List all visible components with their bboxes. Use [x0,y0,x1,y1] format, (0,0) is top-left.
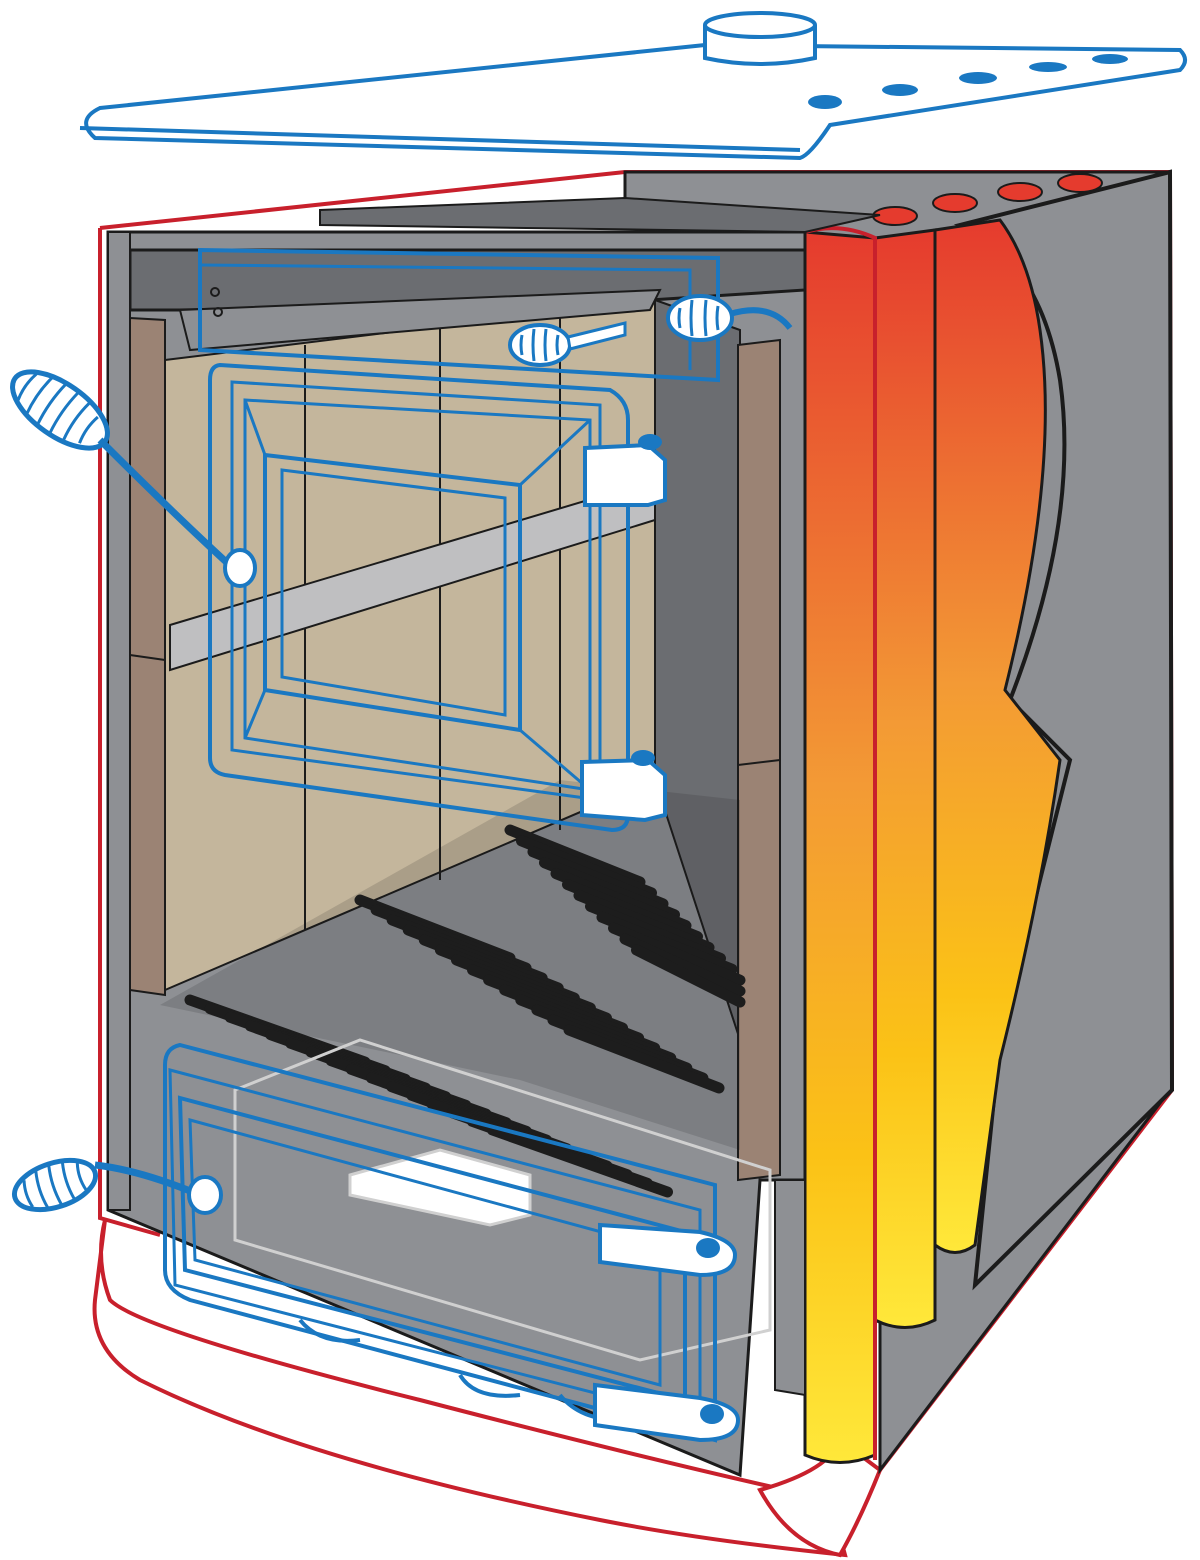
body-left-edge [98,228,161,1237]
damper-rivet-2 [213,307,223,317]
tube-top-2 [932,193,978,213]
door-hinge-bottom [580,750,667,823]
ash-pan-outline [233,1038,772,1362]
baffle-lip [178,288,662,352]
lid-edge [79,126,801,152]
lid-hole-5 [1092,54,1128,64]
door-hinge-top [583,434,667,507]
tube-3 [933,218,1062,1254]
door-outer-frame [208,362,630,833]
grate-bar-top-row-5 [550,868,692,932]
door-handle-boss [223,548,257,588]
side-brick-left-seam [129,654,166,661]
tube-top-4 [1057,173,1103,193]
flue-collar-top [703,11,817,39]
coil-handle-icon-lower[interactable] [8,1151,101,1219]
lid-plate [84,42,1187,161]
grate-bar-top-row-10 [608,922,746,986]
air-damper-assembly [198,247,793,383]
ash-handle-rod [94,1161,202,1199]
top-lid [79,11,1187,161]
lid-hole-3 [959,72,997,84]
front-door[interactable] [0,357,667,833]
door-glass-inner [280,468,507,717]
door-handle-rod [97,437,238,573]
baffle-tube [169,478,656,672]
base-foot [757,1436,883,1558]
ash-door[interactable] [8,1042,741,1443]
grate-bar-top-row-7 [573,889,715,953]
damper-rivet-1 [210,287,220,297]
grate-bar-top-row-1 [504,824,646,888]
grate-bar-top-row-12 [631,944,746,1008]
grate-bar-top-row-9 [596,911,738,975]
lid-hole-4 [1029,62,1067,72]
ash-door-outer [163,1042,717,1443]
damper-knob-top[interactable] [666,294,793,342]
grate-bar-middle-row-14 [563,1024,725,1094]
tube-top-3 [997,182,1043,202]
grate-bar-top-row-4 [539,857,680,921]
ash-door-panel [188,1118,662,1387]
grate-bar-bottom-row-16 [487,1124,673,1198]
side-brick-right-seam [737,759,781,766]
grate-bar-top-row-6 [562,879,703,943]
door-bevel [243,399,592,792]
tube-1 [803,230,877,1464]
front-left-trim [107,231,131,1211]
front-right-trim [774,1179,806,1397]
lid-hole-2 [882,84,918,96]
top-plate-back [319,196,881,234]
grate-bar-top-row-3 [527,846,669,910]
ash-door-hinge-top [598,1222,738,1278]
ash-handle-boss [187,1175,223,1215]
tube-2 [873,228,937,1329]
grate-bar-top-row-8 [585,900,726,964]
damper-rail [198,247,720,383]
ash-door-hinge-bottom [593,1382,741,1443]
coil-handle-icon[interactable] [0,357,120,463]
grate-bar-top-row-2 [516,835,657,899]
heat-tubes [803,173,1103,1464]
side-brick-right [737,338,781,1182]
damper-knob-mid[interactable] [508,321,627,367]
lid-hole-1 [808,95,842,109]
